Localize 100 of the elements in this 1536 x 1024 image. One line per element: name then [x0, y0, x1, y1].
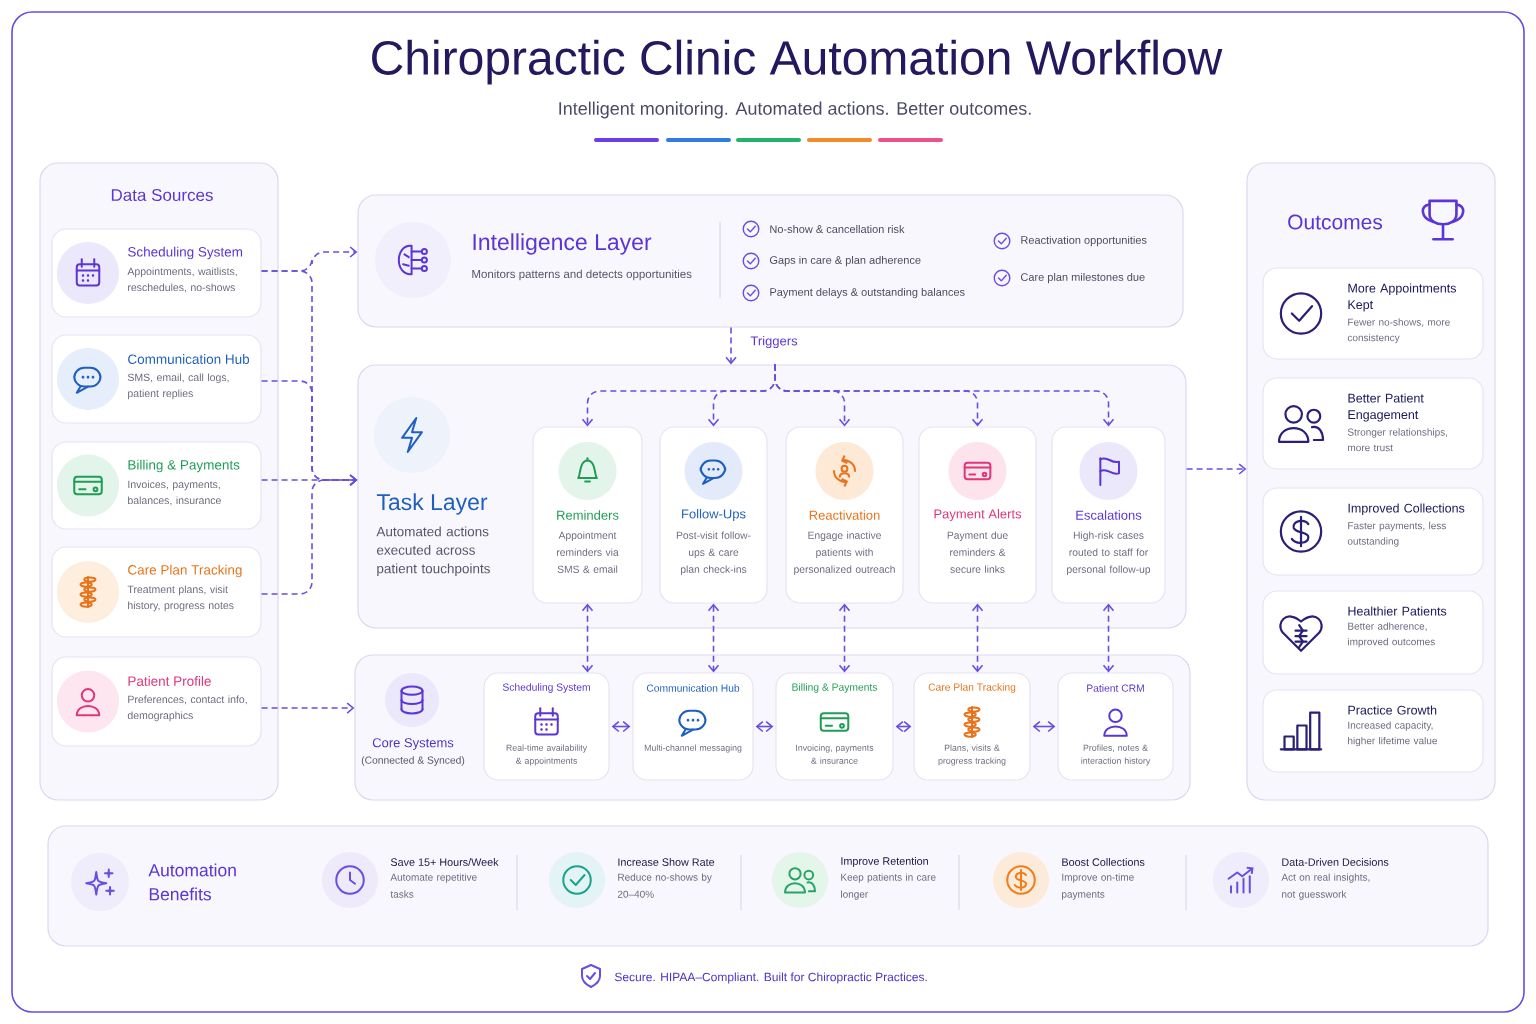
card-title: Communication Hub [128, 354, 250, 364]
outcome-card [1262, 377, 1484, 470]
checklist-item: No-show & cancellation risk [770, 224, 905, 234]
arrow [755, 720, 774, 733]
card-description: Preferences, contact info, demographics [127, 695, 247, 722]
card-description: Appointment reminders via SMS & email [557, 531, 619, 573]
card-title: Practice Growth [1348, 705, 1437, 715]
system-card [483, 672, 610, 781]
arrow [838, 603, 851, 673]
card-description: Better adherence, improved outcomes [1348, 622, 1435, 648]
arrow [725, 326, 737, 365]
card-description: Profiles, notes & interaction history [1081, 744, 1151, 766]
arrow [707, 603, 720, 673]
card-description: Real-time availability & appointments [506, 744, 588, 766]
card-description: High-risk cases routed to staff for personal follow-up [1067, 531, 1151, 575]
benefit-description: Keep patients in care longer [841, 873, 936, 900]
panel-title: Intelligence Layer [473, 233, 652, 255]
card-title: Care Plan Tracking [928, 683, 1016, 693]
benefit-title: Boost Collections [1062, 858, 1145, 866]
outcome-card [1262, 487, 1484, 576]
outcome-card [1262, 267, 1484, 360]
card-description: Invoices, payments, balances, insurance [128, 480, 221, 506]
task-card [1051, 426, 1166, 604]
card-title: More Appointments Kept [1348, 283, 1457, 312]
card-title: Patient CRM [1087, 684, 1144, 692]
card-description: Treatment plans, visit history, progress notes [127, 585, 234, 612]
panel-title: Task Layer [376, 493, 488, 515]
edge-label: Triggers [750, 335, 798, 349]
panel-description: Automated actions executed across patient touchpoints [376, 526, 490, 576]
outcome-card [1262, 689, 1484, 773]
layer-panel [357, 194, 1184, 328]
system-card [775, 672, 894, 781]
arrow [260, 702, 355, 714]
card-description: Appointments, waitlists, reschedules, no-shows [127, 267, 237, 293]
subtitle: Intelligent monitoring. Automated actions. Better outcomes. [559, 101, 1031, 119]
panel-title: Automation Benefits [148, 863, 236, 901]
system-card [632, 672, 754, 781]
card-description: Fewer no-shows, more consistency [1347, 318, 1450, 344]
checklist-item: Payment delays & outstanding balances [770, 287, 965, 299]
source-card [51, 441, 262, 530]
benefit-title: Data-Driven Decisions [1282, 858, 1389, 866]
panel-title: Data Sources [111, 189, 213, 201]
card-title: Follow-Ups [682, 508, 746, 522]
source-card [51, 228, 262, 318]
source-card [51, 334, 262, 424]
checklist-item: Reactivation opportunities [1021, 235, 1147, 247]
source-card [51, 546, 262, 638]
benefit-description: Reduce no-shows by 20–40% [617, 873, 712, 898]
card-description: SMS, email, call logs, patient replies [127, 373, 229, 400]
benefit-description: Act on real insights, not guesswork [1281, 873, 1370, 900]
card-description: Faster payments, less outstanding [1347, 521, 1446, 547]
card-title: Patient Profile [128, 676, 211, 686]
checklist-item: Care plan milestones due [1021, 272, 1145, 284]
card-title: Communication Hub [646, 684, 740, 692]
benefit-title: Increase Show Rate [618, 858, 715, 866]
card-title: Healthier Patients [1348, 606, 1447, 616]
panel-title: Core Systems [372, 738, 454, 750]
benefits-panel [47, 825, 1489, 947]
card-title: Scheduling System [502, 683, 590, 693]
arrow [774, 363, 1115, 427]
card-title: Escalations [1076, 510, 1142, 520]
arrow [260, 474, 358, 595]
task-card [785, 426, 904, 604]
card-description: Engage inactive patients with personalized outreach [794, 531, 895, 575]
arrow [611, 720, 631, 733]
benefit-title: Improve Retention [841, 857, 928, 868]
arrow [581, 603, 594, 673]
benefit-description: Improve on-time payments [1062, 873, 1134, 900]
system-card [1057, 672, 1174, 781]
source-card [51, 656, 262, 747]
task-card [659, 426, 768, 604]
card-title: Reminders [557, 510, 619, 520]
arrow [1032, 720, 1056, 733]
card-description: Increased capacity, higher lifetime value [1348, 721, 1437, 747]
footer-note: Secure. HIPAA–Compliant. Built for Chiropractic Practices. [614, 972, 927, 984]
card-title: Scheduling System [128, 246, 243, 260]
outcome-card [1262, 590, 1484, 675]
task-card [532, 426, 643, 604]
card-description: Post-visit follow-ups & care plan check-ins [676, 531, 751, 575]
title: Chiropractic Clinic Automation Workflow [372, 39, 1223, 85]
panel-description: Monitors patterns and detects opportunities [472, 269, 692, 281]
arrow [971, 603, 984, 673]
card-description: Multi-channel messaging [644, 744, 742, 753]
system-card [913, 672, 1031, 781]
card-description: Invoicing, payments & insurance [796, 744, 874, 764]
card-title: Payment Alerts [934, 508, 1022, 522]
card-title: Improved Collections [1348, 503, 1465, 516]
card-description: Stronger relationships, more trust [1347, 428, 1448, 452]
card-description: Plans, visits & progress tracking [938, 744, 1006, 766]
card-title: Billing & Payments [792, 683, 878, 693]
checklist-item: Gaps in care & plan adherence [770, 255, 921, 267]
task-card [918, 426, 1037, 604]
card-title: Reactivation [809, 510, 880, 520]
card-title: Better Patient Engagement [1348, 393, 1424, 422]
card-title: Care Plan Tracking [128, 564, 242, 578]
panel-subtitle: (Connected & Synced) [361, 756, 465, 766]
card-title: Billing & Payments [128, 459, 240, 473]
panel-title: Outcomes [1288, 214, 1383, 230]
card-description: Payment due reminders & secure links [947, 531, 1008, 573]
benefit-title: Save 15+ Hours/Week [390, 858, 499, 866]
